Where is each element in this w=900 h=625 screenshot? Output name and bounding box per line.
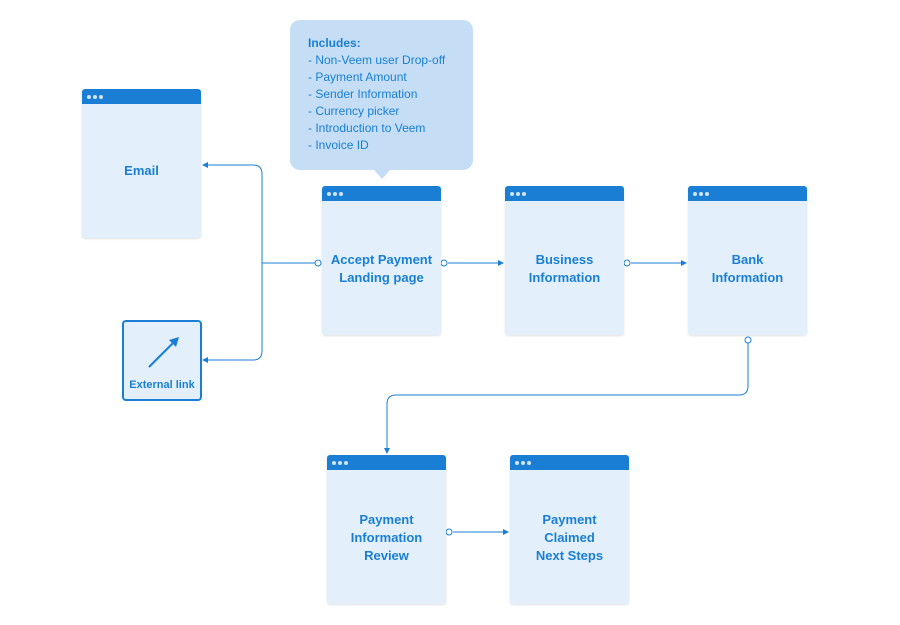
connector-accept-to-external (202, 263, 263, 363)
callout-item: Payment Amount (308, 69, 445, 86)
callout-item: Currency picker (308, 103, 445, 120)
callout-item: Introduction to Veem (308, 120, 445, 137)
node-label: Payment Claimed Next Steps (535, 512, 604, 563)
payment-claimed-node[interactable]: Payment Claimed Next Steps (510, 455, 629, 604)
callout-item: Sender Information (308, 86, 445, 103)
payment-review-node[interactable]: Payment Information Review (327, 455, 446, 604)
connector-port (744, 336, 752, 344)
window-bar (322, 186, 441, 201)
arrow-up-right-icon (148, 337, 179, 368)
accept-payment-node[interactable]: Accept Payment Landing page (322, 186, 441, 335)
connector-port (314, 259, 322, 267)
window-bar (82, 89, 201, 104)
callout-item: Invoice ID (308, 137, 445, 154)
callout-item: Non-Veem user Drop-off (308, 52, 445, 69)
external-link-node[interactable]: External link (122, 320, 202, 401)
business-information-node[interactable]: Business Information (505, 186, 624, 335)
connector-port (440, 259, 448, 267)
node-label: Business Information (528, 252, 601, 285)
connector-bank-to-review (384, 343, 749, 454)
node-label: Payment Information Review (350, 512, 423, 563)
window-bar (510, 455, 629, 470)
connector-accept-to-email (202, 162, 318, 264)
connector-port (623, 259, 631, 267)
external-link-label: External link (129, 379, 195, 391)
node-label: Bank Information (711, 252, 784, 285)
window-bar (327, 455, 446, 470)
window-bar (505, 186, 624, 201)
node-label: Email (124, 163, 159, 178)
node-label: Accept Payment Landing page (330, 252, 433, 285)
connector-port (445, 528, 453, 536)
callout-title: Includes: (308, 36, 361, 50)
email-node[interactable]: Email (82, 89, 201, 238)
bank-information-node[interactable]: Bank Information (688, 186, 807, 335)
includes-callout: Includes: Non-Veem user Drop-off Payment… (290, 20, 473, 179)
window-bar (688, 186, 807, 201)
callout-list: Non-Veem user Drop-off Payment Amount Se… (308, 52, 445, 154)
